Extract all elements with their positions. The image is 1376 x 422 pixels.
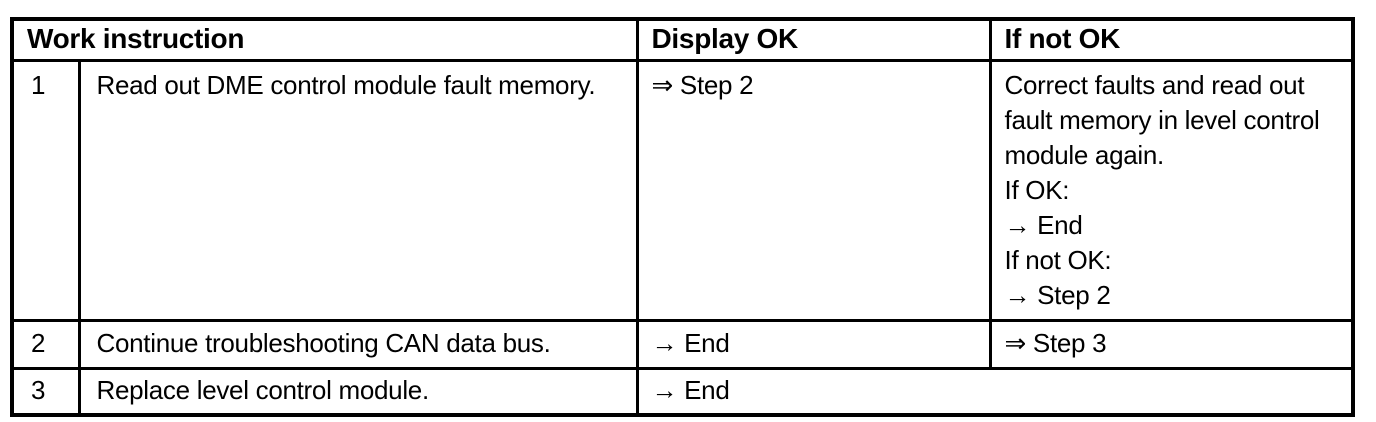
step-number: 3 <box>10 367 81 416</box>
step-number: 2 <box>10 319 81 370</box>
instruction-text: Continue troubleshooting CAN data bus. <box>77 319 639 370</box>
if-not-ok-paragraph: Correct faults and read out fault memory… <box>1004 70 1320 170</box>
if-not-ok-result: → Step 2 <box>1004 280 1111 310</box>
column-header-work-instruction: Work instruction <box>10 17 639 62</box>
display-ok-merged-value: → End <box>635 367 1355 416</box>
column-header-if-not-ok: If not OK <box>988 17 1355 62</box>
display-ok-value: ⇒ Step 2 <box>635 59 992 322</box>
table-row-step-2: 2 Continue troubleshooting CAN data bus.… <box>10 319 1355 370</box>
instruction-text: Replace level control module. <box>77 367 639 416</box>
table-row-step-1: 1 Read out DME control module fault memo… <box>10 59 1355 322</box>
work-instruction-table: Work instruction Display OK If not OK 1 … <box>10 17 1356 417</box>
table-row-step-3: 3 Replace level control module. → End <box>10 367 1355 416</box>
column-header-display-ok: Display OK <box>635 17 992 62</box>
if-not-ok-label: If not OK: <box>1004 245 1112 275</box>
if-not-ok-value: ⇒ Step 3 <box>988 319 1355 370</box>
if-ok-label: If OK: <box>1004 175 1070 205</box>
if-not-ok-cell: Correct faults and read out fault memory… <box>988 59 1355 322</box>
header-row: Work instruction Display OK If not OK <box>10 17 1355 62</box>
step-number: 1 <box>10 59 81 322</box>
display-ok-value: → End <box>635 319 992 370</box>
if-ok-result: → End <box>1004 210 1083 240</box>
instruction-text: Read out DME control module fault memory… <box>77 59 639 322</box>
